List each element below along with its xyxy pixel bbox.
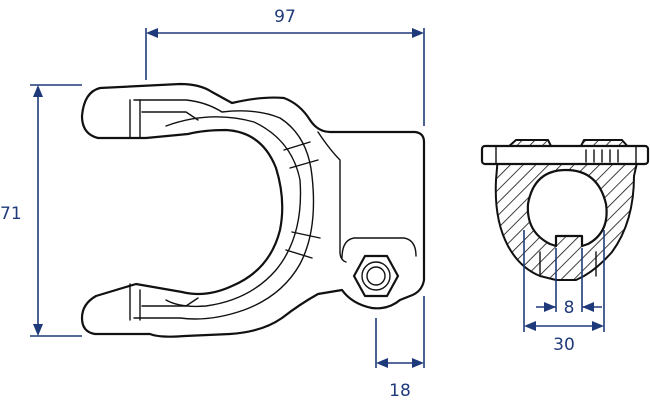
dimension-length: 97 [145, 7, 425, 126]
bolt-nut-icon [352, 254, 400, 298]
bolt-thread [585, 149, 619, 163]
hub-shoulder [317, 131, 347, 263]
dimension-height: 71 [0, 84, 82, 337]
dimension-bolt-offset-label: 18 [389, 381, 411, 401]
fork-inner-curve [133, 99, 315, 320]
yoke-cross-section [480, 139, 650, 281]
dimension-bore-label: 30 [553, 335, 575, 355]
fork-inner-curve-2 [165, 116, 302, 308]
hub-band-upper [283, 141, 319, 169]
yoke-side-view [80, 82, 426, 338]
ear-ridge-top [129, 99, 141, 139]
yoke-body [80, 82, 426, 338]
hub-band-lower [285, 231, 321, 259]
dimension-bolt-offset: 18 [375, 296, 425, 401]
section-bore [526, 168, 608, 248]
section-bolt [480, 144, 650, 166]
section-keyway [539, 251, 597, 277]
ear-ridge-bottom [129, 283, 141, 321]
fork-edge-top [141, 111, 199, 121]
dimension-keyway: 8 [536, 248, 602, 318]
dimension-length-label: 97 [274, 7, 296, 27]
dimension-bore: 30 [523, 230, 605, 355]
dimension-keyway-label: 8 [564, 298, 575, 318]
dimension-height-label: 71 [0, 204, 22, 224]
fork-edge-bottom [141, 297, 199, 307]
clamp-boss [341, 237, 417, 259]
